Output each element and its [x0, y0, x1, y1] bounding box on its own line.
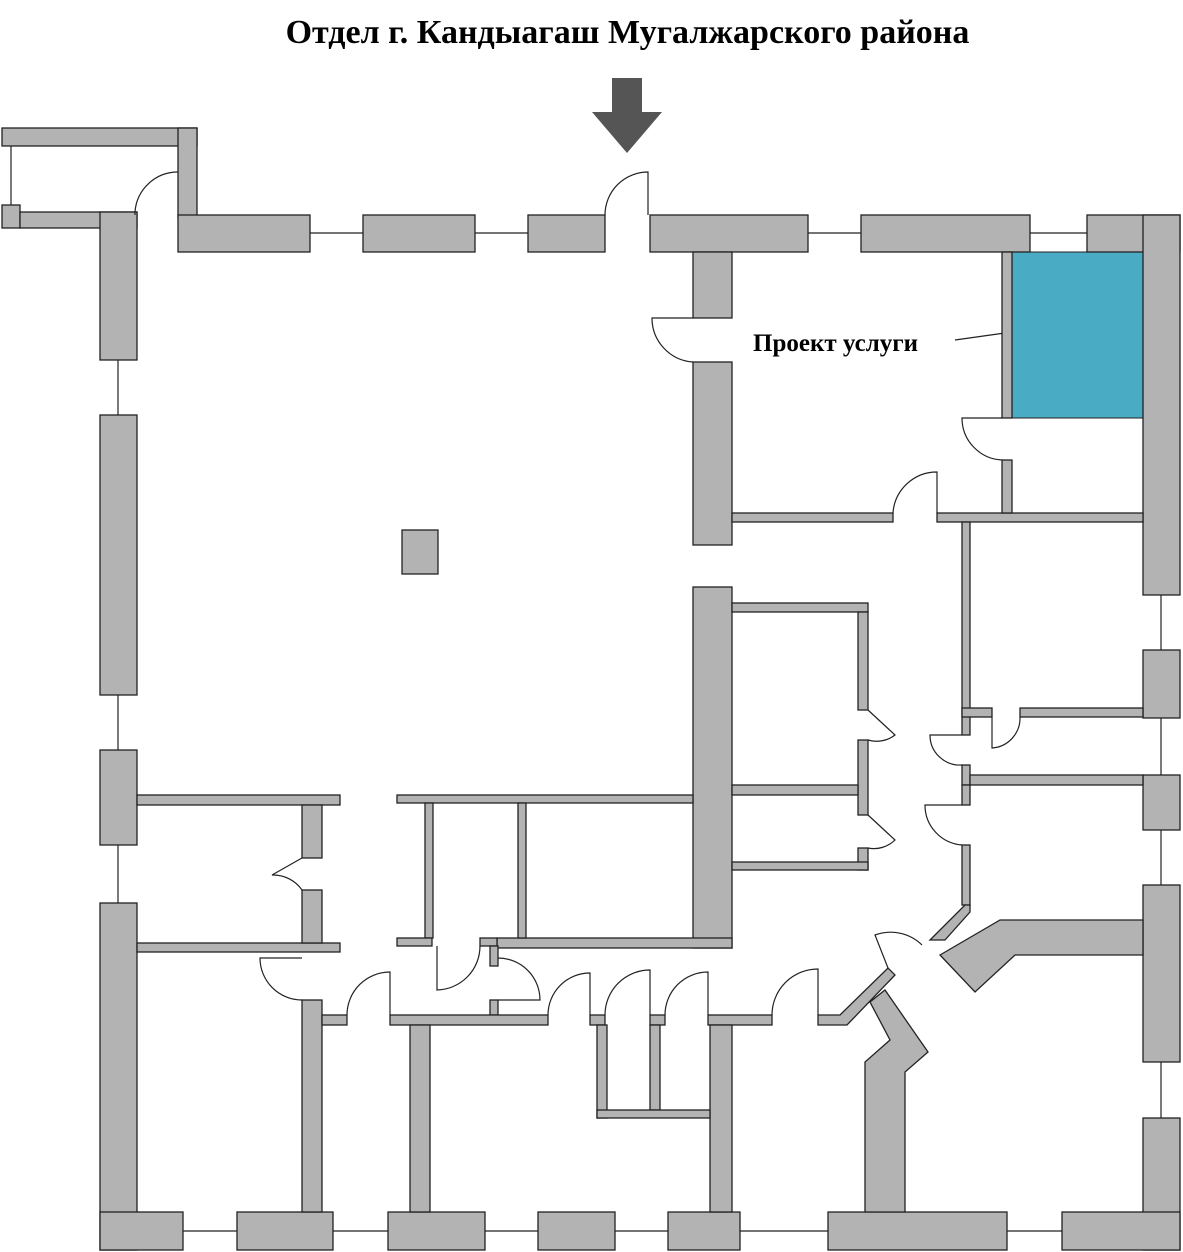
- doors: [134, 171, 1021, 1016]
- plan-title: Отдел г. Кандыагаш Мугалжарского района: [285, 14, 970, 51]
- service-project-label: Проект услуги: [753, 330, 918, 357]
- windows: [10, 146, 1162, 1232]
- walls: [1, 127, 1181, 1251]
- entrance-arrow-icon: [592, 78, 662, 153]
- service-project-area[interactable]: [1011, 251, 1144, 419]
